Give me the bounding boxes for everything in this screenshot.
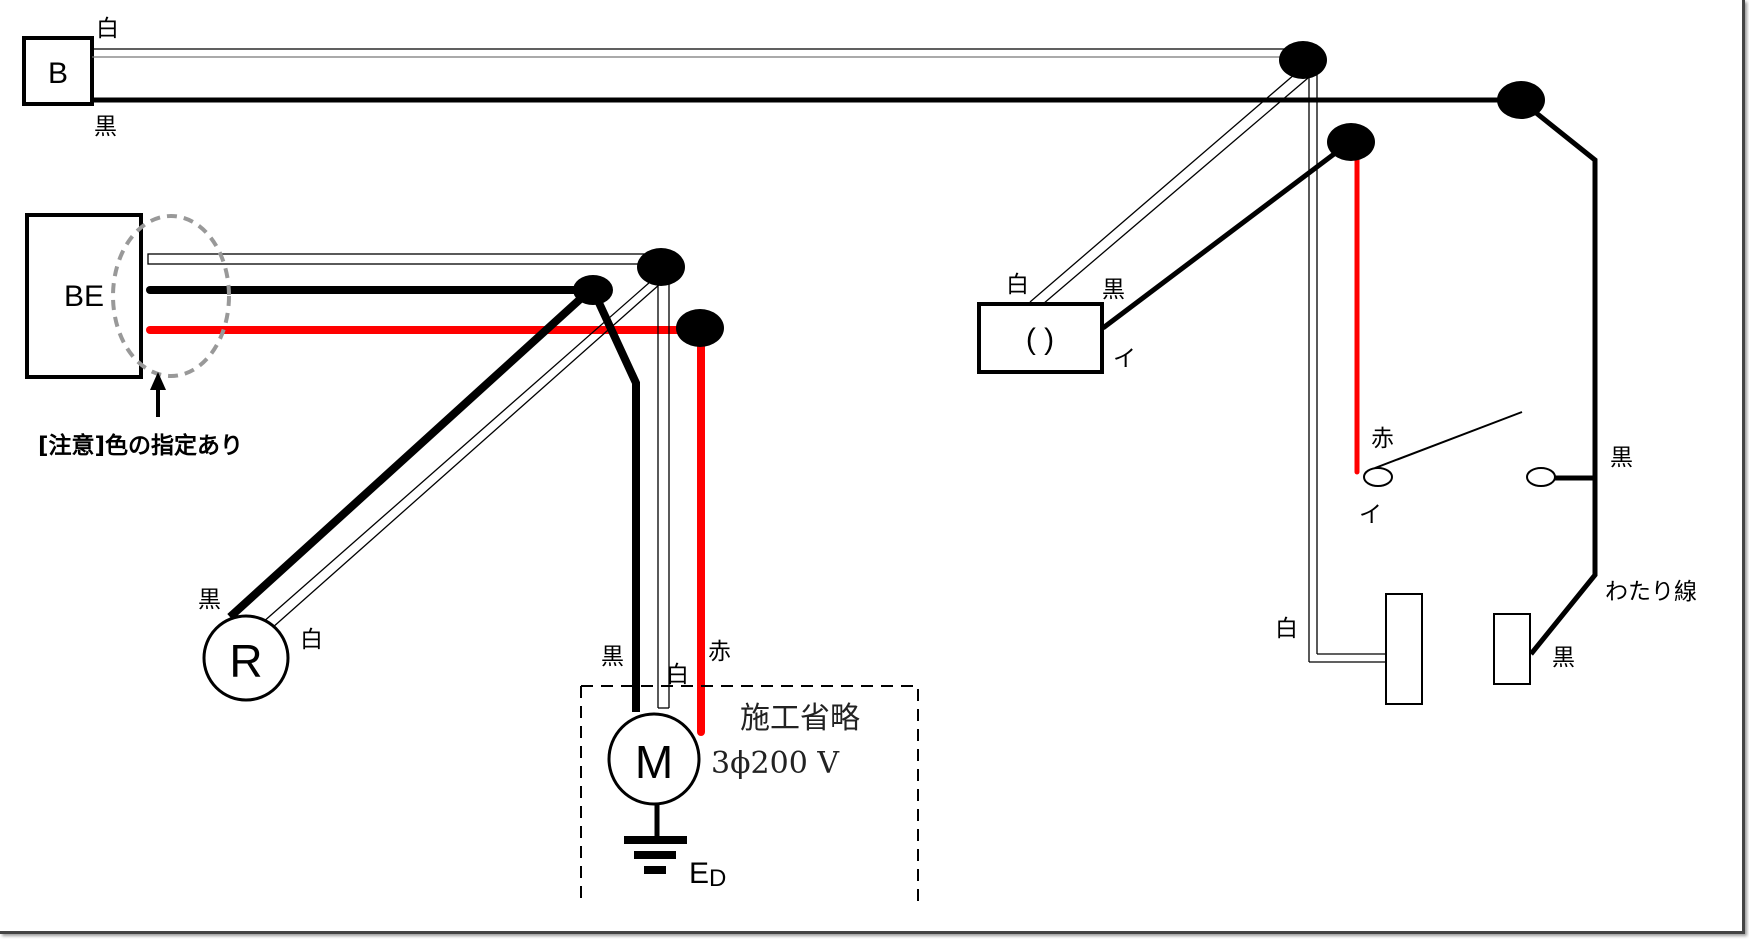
ground-icon [624,804,687,874]
label-jumper: わたり線 [1605,579,1697,605]
lamp: ( ) [977,302,1104,374]
label-r-white: 白 [300,627,323,653]
label-b-black: 黒 [94,114,117,140]
junction-box-6 [1327,123,1375,161]
switch [1363,411,1556,487]
note-arrow-icon [150,372,166,417]
label-b-white: 白 [96,16,119,42]
label-switch-black: 黒 [1610,445,1633,471]
label-m-white: 白 [666,662,689,688]
breaker-be: BE [25,213,143,379]
omitted-work-box [580,685,919,906]
switch-lever [1374,411,1523,469]
white-wire-lamp [1029,73,1309,305]
white-wire-receptacle [261,281,661,629]
breaker-be-label: BE [64,280,104,313]
junction-box-2 [573,275,613,305]
switch-terminal-2 [1526,467,1556,487]
ground-label: ED [689,857,726,892]
switch-terminal-1 [1363,467,1393,487]
label-r-black: 黒 [198,587,221,613]
black-wire-lamp [1101,140,1352,330]
outlet-blade-left [1385,593,1423,705]
lamp-label: ( ) [1026,323,1054,356]
label-m-red: 赤 [708,639,731,665]
label-lamp-white: 白 [1006,272,1029,298]
junction-box-3 [676,309,724,347]
label-lamp-i: イ [1113,346,1136,372]
black-wire-receptacle [227,289,591,620]
label-lamp-black: 黒 [1102,277,1125,303]
junction-box-4 [1279,41,1327,79]
black-jumper-wire [1518,98,1598,656]
receptacle-r-label: R [229,635,262,687]
breaker-b: B [22,36,94,106]
label-m-black: 黒 [601,644,624,670]
junction-box-1 [637,248,685,286]
outlet-blade-right [1493,613,1531,685]
white-wire-motor [657,268,670,709]
receptacle-r: R [202,614,290,702]
motor-m: M [607,712,701,806]
color-note-text: [注意]色の指定あり [38,432,243,459]
color-note-highlight [111,214,231,378]
motor-spec: 3ϕ200 V [711,746,840,781]
breaker-b-label: B [48,57,68,90]
white-wire-be [147,253,663,265]
junction-box-5 [1497,81,1545,119]
breaker-b-box [22,36,94,106]
white-wire-main [92,48,1300,58]
label-switch-i: イ [1359,502,1382,528]
label-switch-red: 赤 [1371,426,1394,452]
motor-m-label: M [635,736,673,788]
label-outlet-black: 黒 [1552,645,1575,671]
omitted-work-label: 施工省略 [740,701,860,736]
black-wire-motor [590,290,640,712]
label-outlet-white: 白 [1275,616,1298,642]
breaker-be-box [25,213,143,379]
